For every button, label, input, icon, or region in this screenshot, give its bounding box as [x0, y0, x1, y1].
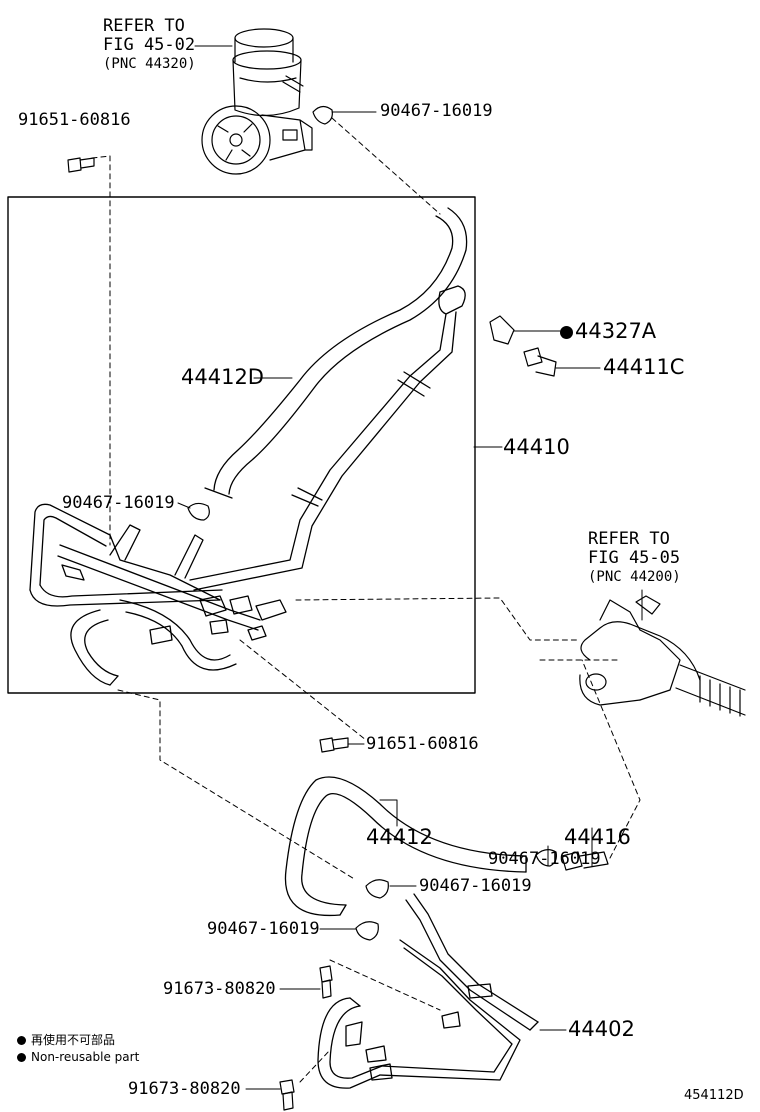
clamp-90467-mid-shape: [187, 502, 210, 521]
legend-item-english: Non-reusable part: [17, 1051, 139, 1063]
part-label-44412d[interactable]: 44412D: [181, 365, 264, 389]
part-label-91651-60816-top[interactable]: 91651-60816: [18, 110, 131, 130]
refer-line2: FIG 45-02: [103, 35, 196, 55]
legend-dot-icon: [17, 1053, 26, 1062]
refer-line3: (PNC 44200): [588, 569, 681, 585]
hose-44412: [284, 776, 527, 917]
clamp-90467-top-shape: [312, 105, 333, 125]
union-44411c-shape: [523, 347, 557, 377]
bolt-91673-bot-shape: [279, 1079, 295, 1111]
part-number-text: 44327A: [575, 319, 657, 343]
part-44327a-shape: [489, 315, 515, 345]
clamp-90467-right-shape: [535, 849, 557, 867]
clamp-90467-lower-shape: [365, 879, 389, 899]
bolt-91651-top-shape: [67, 157, 95, 173]
part-label-91673-80820-top[interactable]: 91673-80820: [163, 979, 276, 999]
bolt-91673-top-shape: [319, 965, 333, 999]
bolt-91651-mid-shape: [319, 737, 349, 753]
non-reusable-dot-icon: [560, 326, 573, 339]
part-label-44411c[interactable]: 44411C: [603, 355, 685, 379]
refer-line2: FIG 45-05: [588, 548, 681, 568]
refer-to-gear: REFER TO FIG 45-05 (PNC 44200): [588, 530, 681, 587]
assembly-44410-frame: [7, 196, 476, 694]
part-label-44412[interactable]: 44412: [366, 825, 433, 849]
part-label-91673-80820-bot[interactable]: 91673-80820: [128, 1079, 241, 1099]
legend-dot-icon: [17, 1036, 26, 1045]
refer-to-pump: REFER TO FIG 45-02 (PNC 44320): [103, 17, 196, 74]
part-label-90467-16019-right[interactable]: 90467-16019: [488, 849, 601, 869]
steering-gear: [579, 595, 746, 717]
refer-line3: (PNC 44320): [103, 56, 196, 72]
part-label-44402[interactable]: 44402: [568, 1017, 635, 1041]
part-label-91651-60816-mid[interactable]: 91651-60816: [366, 734, 479, 754]
pressure-tube: [189, 285, 466, 591]
cooler-tube-44402: [317, 893, 539, 1089]
legend-text: 再使用不可部品: [31, 1033, 116, 1047]
part-label-90467-16019-lower[interactable]: 90467-16019: [419, 876, 532, 896]
refer-line1: REFER TO: [588, 529, 670, 549]
part-label-90467-16019-mid[interactable]: 90467-16019: [62, 493, 175, 513]
refer-line1: REFER TO: [103, 16, 185, 36]
hose-44412d: [204, 207, 468, 499]
part-label-44327a[interactable]: 44327A: [560, 321, 656, 342]
part-label-44416[interactable]: 44416: [564, 825, 631, 849]
part-label-44410[interactable]: 44410: [503, 435, 570, 459]
tube-bundle: [29, 503, 287, 686]
legend-text: Non-reusable part: [31, 1050, 140, 1064]
power-steering-pump: [201, 28, 313, 175]
leader-lines: [177, 45, 643, 1090]
dashed-lines: [91, 117, 641, 1083]
legend-item-japanese: 再使用不可部品: [17, 1034, 115, 1046]
part-label-90467-16019-top[interactable]: 90467-16019: [380, 101, 493, 121]
part-label-90467-16019-left[interactable]: 90467-16019: [207, 919, 320, 939]
clamp-90467-left-shape: [355, 921, 379, 941]
figure-id: 454112D: [684, 1088, 744, 1103]
